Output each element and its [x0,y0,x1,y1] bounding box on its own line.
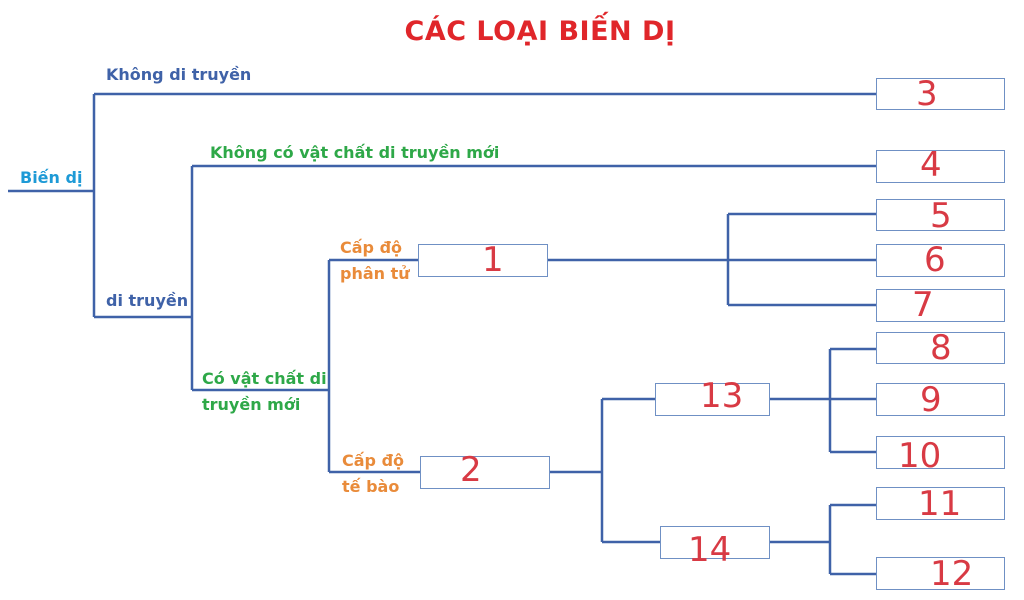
answer-box-6[interactable] [876,244,1005,277]
answer-box-5[interactable] [876,199,1005,231]
label-cellular-line1: Cấp độ [342,451,405,470]
answer-box-14[interactable] [660,526,770,559]
answer-box-8[interactable] [876,332,1005,364]
handwritten-8: 8 [930,328,952,368]
label-molecular-line1: Cấp độ [340,238,403,257]
answer-box-4[interactable] [876,150,1005,183]
label-new-material-line1: Có vật chất di [202,369,327,388]
handwritten-10: 10 [898,436,942,476]
answer-box-3[interactable] [876,78,1005,110]
handwritten-11: 11 [918,484,962,524]
handwritten-12: 12 [930,554,974,594]
answer-box-12[interactable] [876,557,1005,590]
handwritten-6: 6 [924,240,946,280]
handwritten-5: 5 [930,196,952,236]
answer-box-13[interactable] [655,383,770,416]
handwritten-13: 13 [700,376,744,416]
label-root: Biến dị [20,168,83,187]
answer-box-2[interactable] [420,456,550,489]
answer-box-11[interactable] [876,487,1005,520]
handwritten-14: 14 [688,530,732,570]
answer-box-7[interactable] [876,289,1005,322]
label-new-material-line2: truyền mới [202,395,301,414]
answer-box-9[interactable] [876,383,1005,416]
answer-box-1[interactable] [418,244,548,277]
handwritten-7: 7 [912,285,934,325]
label-non-hereditary: Không di truyền [106,65,252,84]
answer-box-10[interactable] [876,436,1005,469]
diagram-title: CÁC LOẠI BIẾN DỊ [404,16,676,47]
label-cellular-line2: tế bào [342,477,400,496]
label-molecular-line2: phân tử [340,264,410,283]
handwritten-9: 9 [920,380,942,420]
handwritten-3: 3 [916,74,938,114]
handwritten-2: 2 [460,450,482,490]
handwritten-1: 1 [482,240,504,280]
label-hereditary: di truyền [106,291,189,310]
handwritten-4: 4 [920,145,942,185]
label-no-new-material: Không có vật chất di truyền mới [210,143,500,162]
